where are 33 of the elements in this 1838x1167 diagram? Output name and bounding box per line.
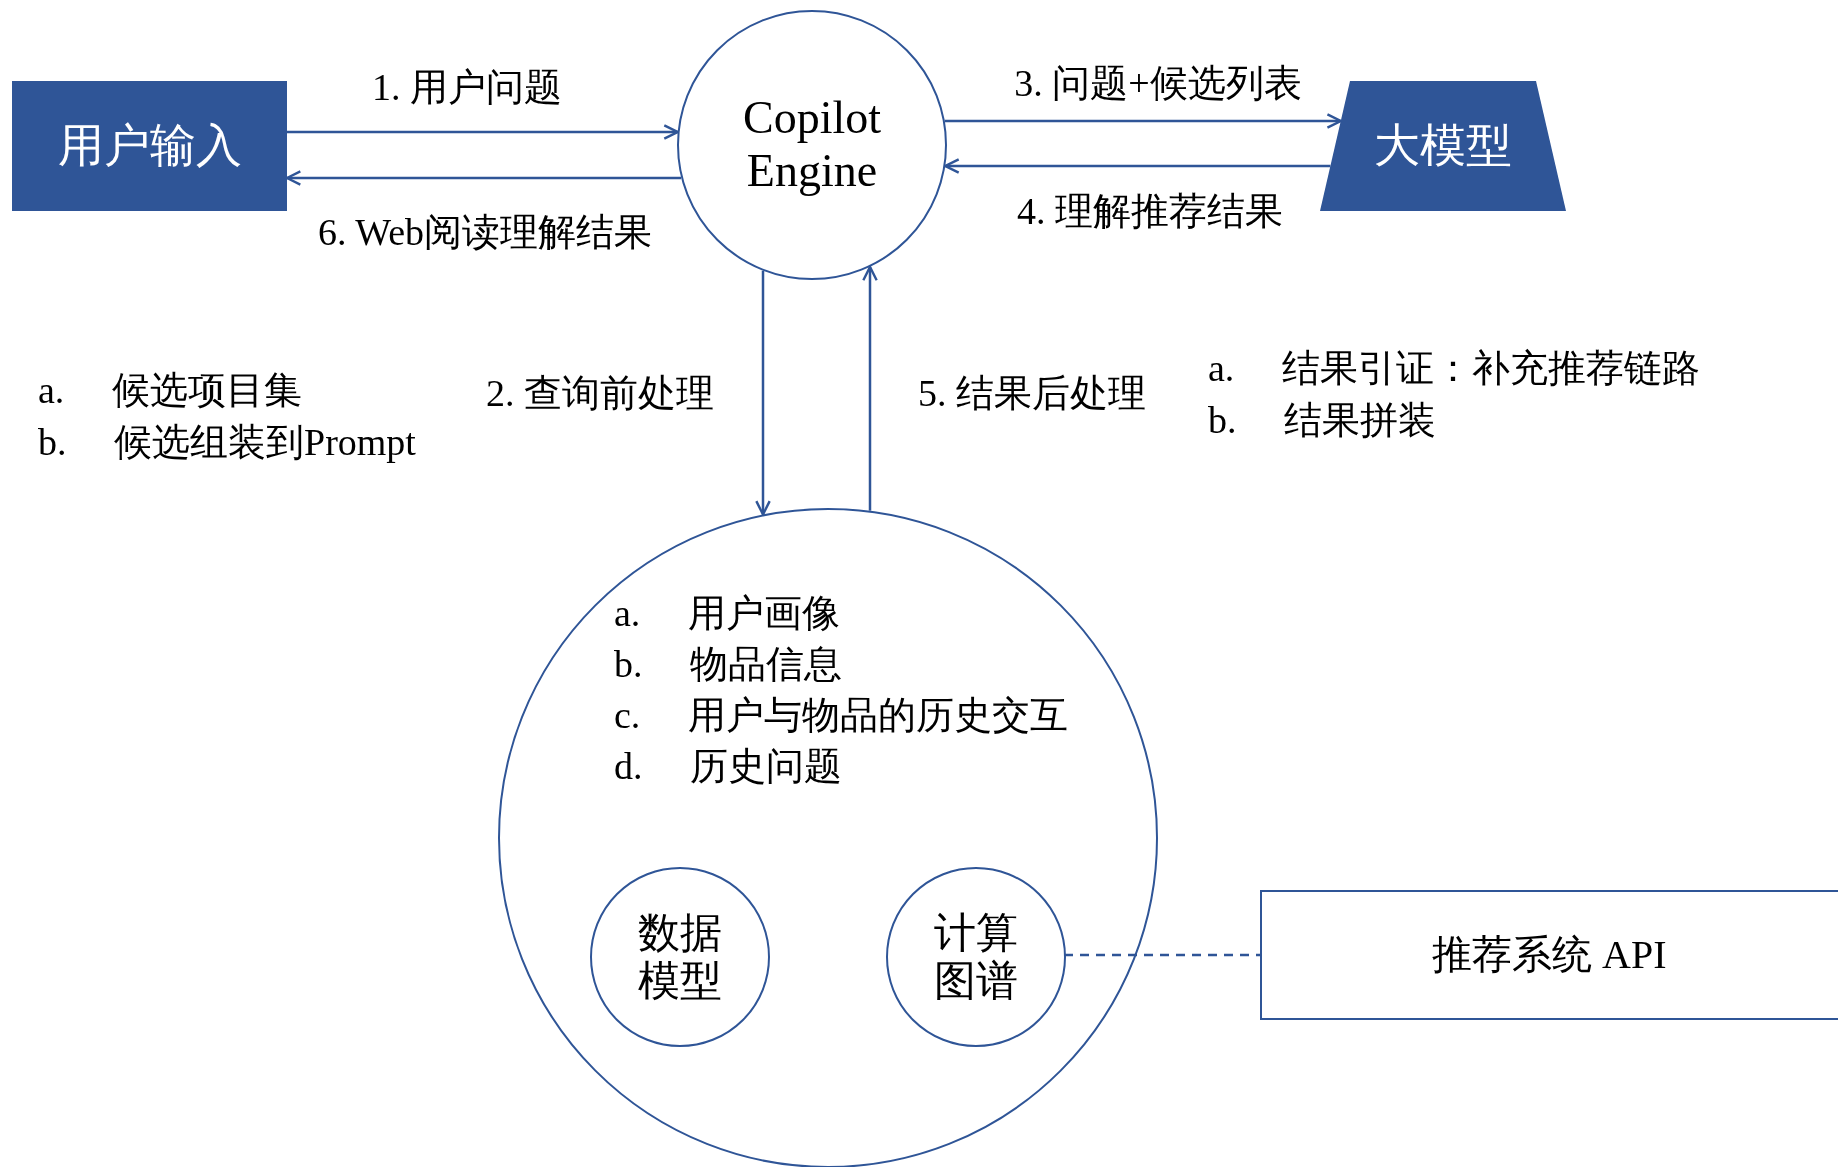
arrow xyxy=(287,124,679,140)
list-item: a. 结果引证：补充推荐链路 xyxy=(1208,349,1700,387)
large-circle xyxy=(498,508,1158,1167)
node-label: Copilot Engine xyxy=(742,92,882,198)
list-item: c. 用户与物品的历史交互 xyxy=(614,696,1068,734)
node-label: 数据模型 xyxy=(637,908,723,1006)
input-box xyxy=(12,81,287,211)
edge-label: 6. Web阅读理解结果 xyxy=(318,213,652,251)
node-label: 计算图谱 xyxy=(933,908,1019,1006)
arrow xyxy=(755,270,771,516)
edge-label: 3. 问题+候选列表 xyxy=(1014,64,1302,102)
list-item: a. 候选项目集 xyxy=(38,371,302,409)
engine-circle xyxy=(677,10,947,280)
list-item: b. 候选组装到Prompt xyxy=(38,423,416,461)
arrow xyxy=(862,265,878,511)
list-item: b. 结果拼装 xyxy=(1208,401,1436,439)
node-label: 推荐系统 API xyxy=(1432,932,1667,978)
arrow xyxy=(944,113,1342,129)
list-item: a. 用户画像 xyxy=(614,594,840,632)
trapezoid-shape xyxy=(1320,81,1566,211)
small-circle xyxy=(886,867,1066,1047)
edge-label: 4. 理解推荐结果 xyxy=(1017,192,1283,230)
node-label: 大模型 xyxy=(1374,119,1512,173)
node-label: 用户输入 xyxy=(57,119,242,173)
dashed-line xyxy=(1064,953,1260,957)
edge-label: 2. 查询前处理 xyxy=(486,374,714,412)
edge-label: 5. 结果后处理 xyxy=(918,374,1146,412)
edge-label: 1. 用户问题 xyxy=(372,68,562,106)
arrow xyxy=(944,158,1331,174)
list-item: d. 历史问题 xyxy=(614,747,842,785)
api-box xyxy=(1260,890,1838,1020)
small-circle xyxy=(590,867,770,1047)
list-item: b. 物品信息 xyxy=(614,645,842,683)
